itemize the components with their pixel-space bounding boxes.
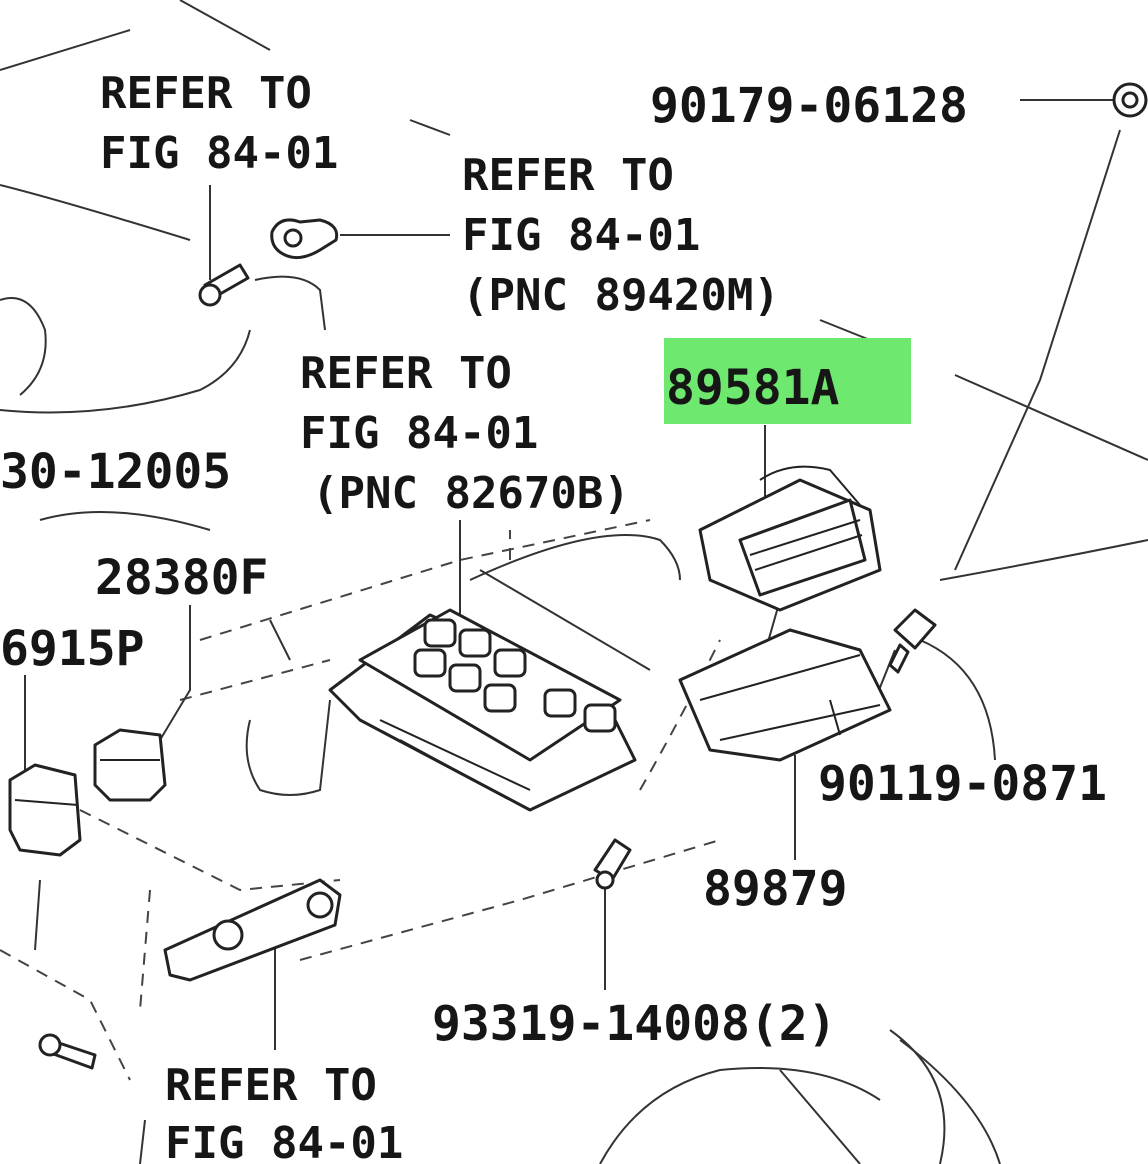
highlight-89581a [664, 338, 911, 424]
relay-28380f [93, 728, 167, 802]
relay-6915p [8, 763, 82, 857]
refer-label: REFER TO [100, 68, 312, 119]
bracket-bottom-left [163, 878, 342, 982]
refer-label: FIG 84-01 [165, 1118, 403, 1164]
diagram-labels: REFER TO FIG 84-01 REFER TO FIG 84-01 (P… [0, 68, 1107, 1164]
refer-label: REFER TO [165, 1060, 377, 1111]
bolt-90119 [888, 608, 937, 674]
part-number-label: 90179-06128 [650, 78, 968, 134]
nut-top-right [1112, 82, 1148, 118]
clip-top-center [270, 218, 339, 260]
refer-label: FIG 84-01 [100, 128, 338, 179]
refer-label: REFER TO [300, 348, 512, 399]
part-number-label: 89879 [703, 861, 848, 917]
refer-label: FIG 84-01 [462, 210, 700, 261]
refer-label: REFER TO [462, 150, 674, 201]
part-number-label: 93319-14008(2) [432, 996, 837, 1052]
part-number-label: 6915P [0, 621, 145, 677]
ecu-module-89581a [698, 465, 882, 612]
refer-label: FIG 84-01 [300, 408, 538, 459]
part-number-label-highlighted: 89581A [666, 360, 839, 416]
relay-block-82670b [328, 608, 637, 812]
bolt-top-left [198, 263, 250, 307]
part-number-label: 28380F [95, 550, 268, 606]
screw-93319 [593, 838, 632, 890]
refer-label: (PNC 89420M) [462, 270, 780, 321]
part-number-label: 30-12005 [0, 444, 231, 500]
bracket-89879 [678, 628, 892, 762]
part-number-label: 90119-0871 [818, 756, 1107, 812]
refer-label: (PNC 82670B) [312, 468, 630, 519]
bolt-bottom-left [38, 1033, 97, 1070]
